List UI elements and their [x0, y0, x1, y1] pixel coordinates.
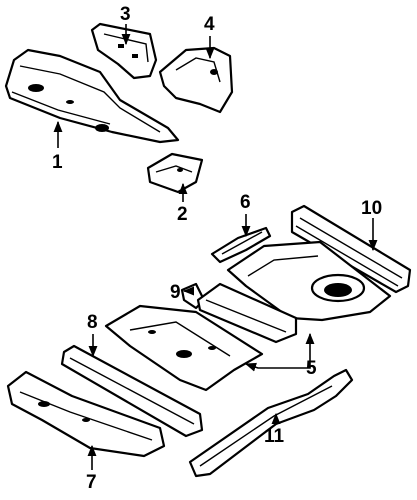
callout-6: 6 — [240, 192, 251, 213]
callout-11: 11 — [264, 426, 285, 447]
leader-5-a — [302, 332, 315, 369]
callout-4: 4 — [204, 14, 215, 35]
part-crossmember — [196, 282, 298, 344]
part-5-front-floor — [104, 304, 264, 392]
part-2-bracket — [146, 152, 204, 194]
leader-5-b — [244, 362, 302, 372]
callout-9: 9 — [170, 282, 181, 303]
callout-5: 5 — [306, 358, 317, 379]
leader-lines — [53, 24, 378, 470]
part-6-bracket — [210, 226, 272, 264]
part-3-bracket — [90, 22, 158, 80]
part-11-rail — [188, 368, 354, 478]
part-7-floor-panel — [6, 370, 166, 458]
callout-8: 8 — [87, 312, 98, 333]
callout-3: 3 — [120, 4, 131, 25]
part-1-panel — [4, 48, 180, 144]
part-8-rail — [60, 344, 204, 438]
part-10-rear-panel — [290, 204, 412, 294]
callouts: 1 2 3 4 5 6 7 8 9 10 11 — [52, 4, 382, 493]
part-4-wheelhouse — [158, 46, 234, 114]
callout-2: 2 — [177, 204, 188, 225]
callout-10: 10 — [361, 198, 382, 219]
callout-1: 1 — [52, 152, 63, 173]
part-5-rear-floor — [226, 240, 392, 322]
callout-7: 7 — [86, 472, 97, 493]
